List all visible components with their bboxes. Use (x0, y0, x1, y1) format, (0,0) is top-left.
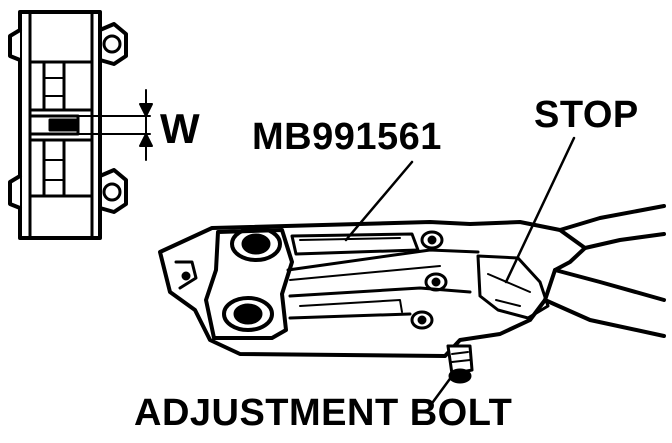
rivet-bottom (410, 310, 434, 330)
rivet-top-center (427, 235, 437, 245)
lower-pivot-bolt-center (233, 303, 263, 325)
middle-linkage (289, 265, 441, 281)
width-label: W (160, 105, 201, 152)
leaders (344, 136, 576, 408)
detail-bolt-upper-left (8, 28, 22, 62)
adjustment-bolt-thread (451, 351, 471, 363)
upper-linkage (286, 248, 480, 272)
rivet-middle (424, 272, 448, 292)
stop-block-edge (487, 273, 531, 293)
tool-mb991561-inner (299, 237, 401, 241)
lower-arm (288, 312, 412, 320)
tool-mb991561 (290, 232, 420, 256)
jaw-tip (174, 260, 198, 290)
lower-pivot-bolt (222, 296, 274, 332)
jaw-frame (18, 10, 102, 240)
lower-blade-grid (43, 159, 65, 181)
w-arrow-top (139, 103, 153, 117)
tool-number-label: MB991561 (252, 116, 442, 158)
lower-arm-detail (299, 299, 403, 313)
upper-pivot-bolt-center (241, 233, 271, 255)
rivet-bottom-center (417, 315, 427, 325)
leader-adjustment-bolt (428, 374, 454, 408)
blade-gap-outline (28, 114, 80, 136)
bolt-cutter (158, 204, 666, 384)
upper-handle-top (558, 204, 666, 232)
upper-blade-grid (43, 77, 65, 97)
upper-pivot-bolt (230, 226, 282, 262)
adjustment-bolt-head (448, 368, 472, 384)
lower-handle-bottom (543, 298, 666, 338)
detail-bolt-lower-left (8, 174, 22, 210)
w-arrow-bottom (139, 133, 153, 147)
jaw-detail (8, 10, 128, 240)
blade-gap-fill (48, 118, 78, 132)
stop-block (476, 254, 550, 320)
width-dimension (77, 89, 153, 161)
upper-handle-bottom (583, 232, 666, 250)
jaw-tip-pin (181, 271, 191, 281)
rivet-middle-center (431, 277, 441, 287)
detail-bolt-upper-right-head (102, 34, 122, 54)
lower-blade-tooth (42, 138, 66, 198)
stop-block-detail (495, 299, 521, 307)
upper-blade-tooth (42, 60, 66, 112)
leader-stop (504, 136, 576, 284)
upper-blade-edges (28, 60, 94, 112)
leader-mb991561 (344, 160, 414, 242)
lower-handle-top (553, 268, 666, 302)
detail-bolt-upper-right (98, 22, 128, 66)
detail-bolt-lower-right (98, 168, 128, 214)
rivet-top (420, 230, 444, 250)
lower-linkage (288, 286, 472, 298)
stop-label: STOP (534, 94, 639, 136)
lower-blade-edges (28, 138, 94, 198)
adjustment-bolt-label: ADJUSTMENT BOLT (134, 392, 513, 434)
detail-bolt-lower-right-head (102, 182, 122, 202)
